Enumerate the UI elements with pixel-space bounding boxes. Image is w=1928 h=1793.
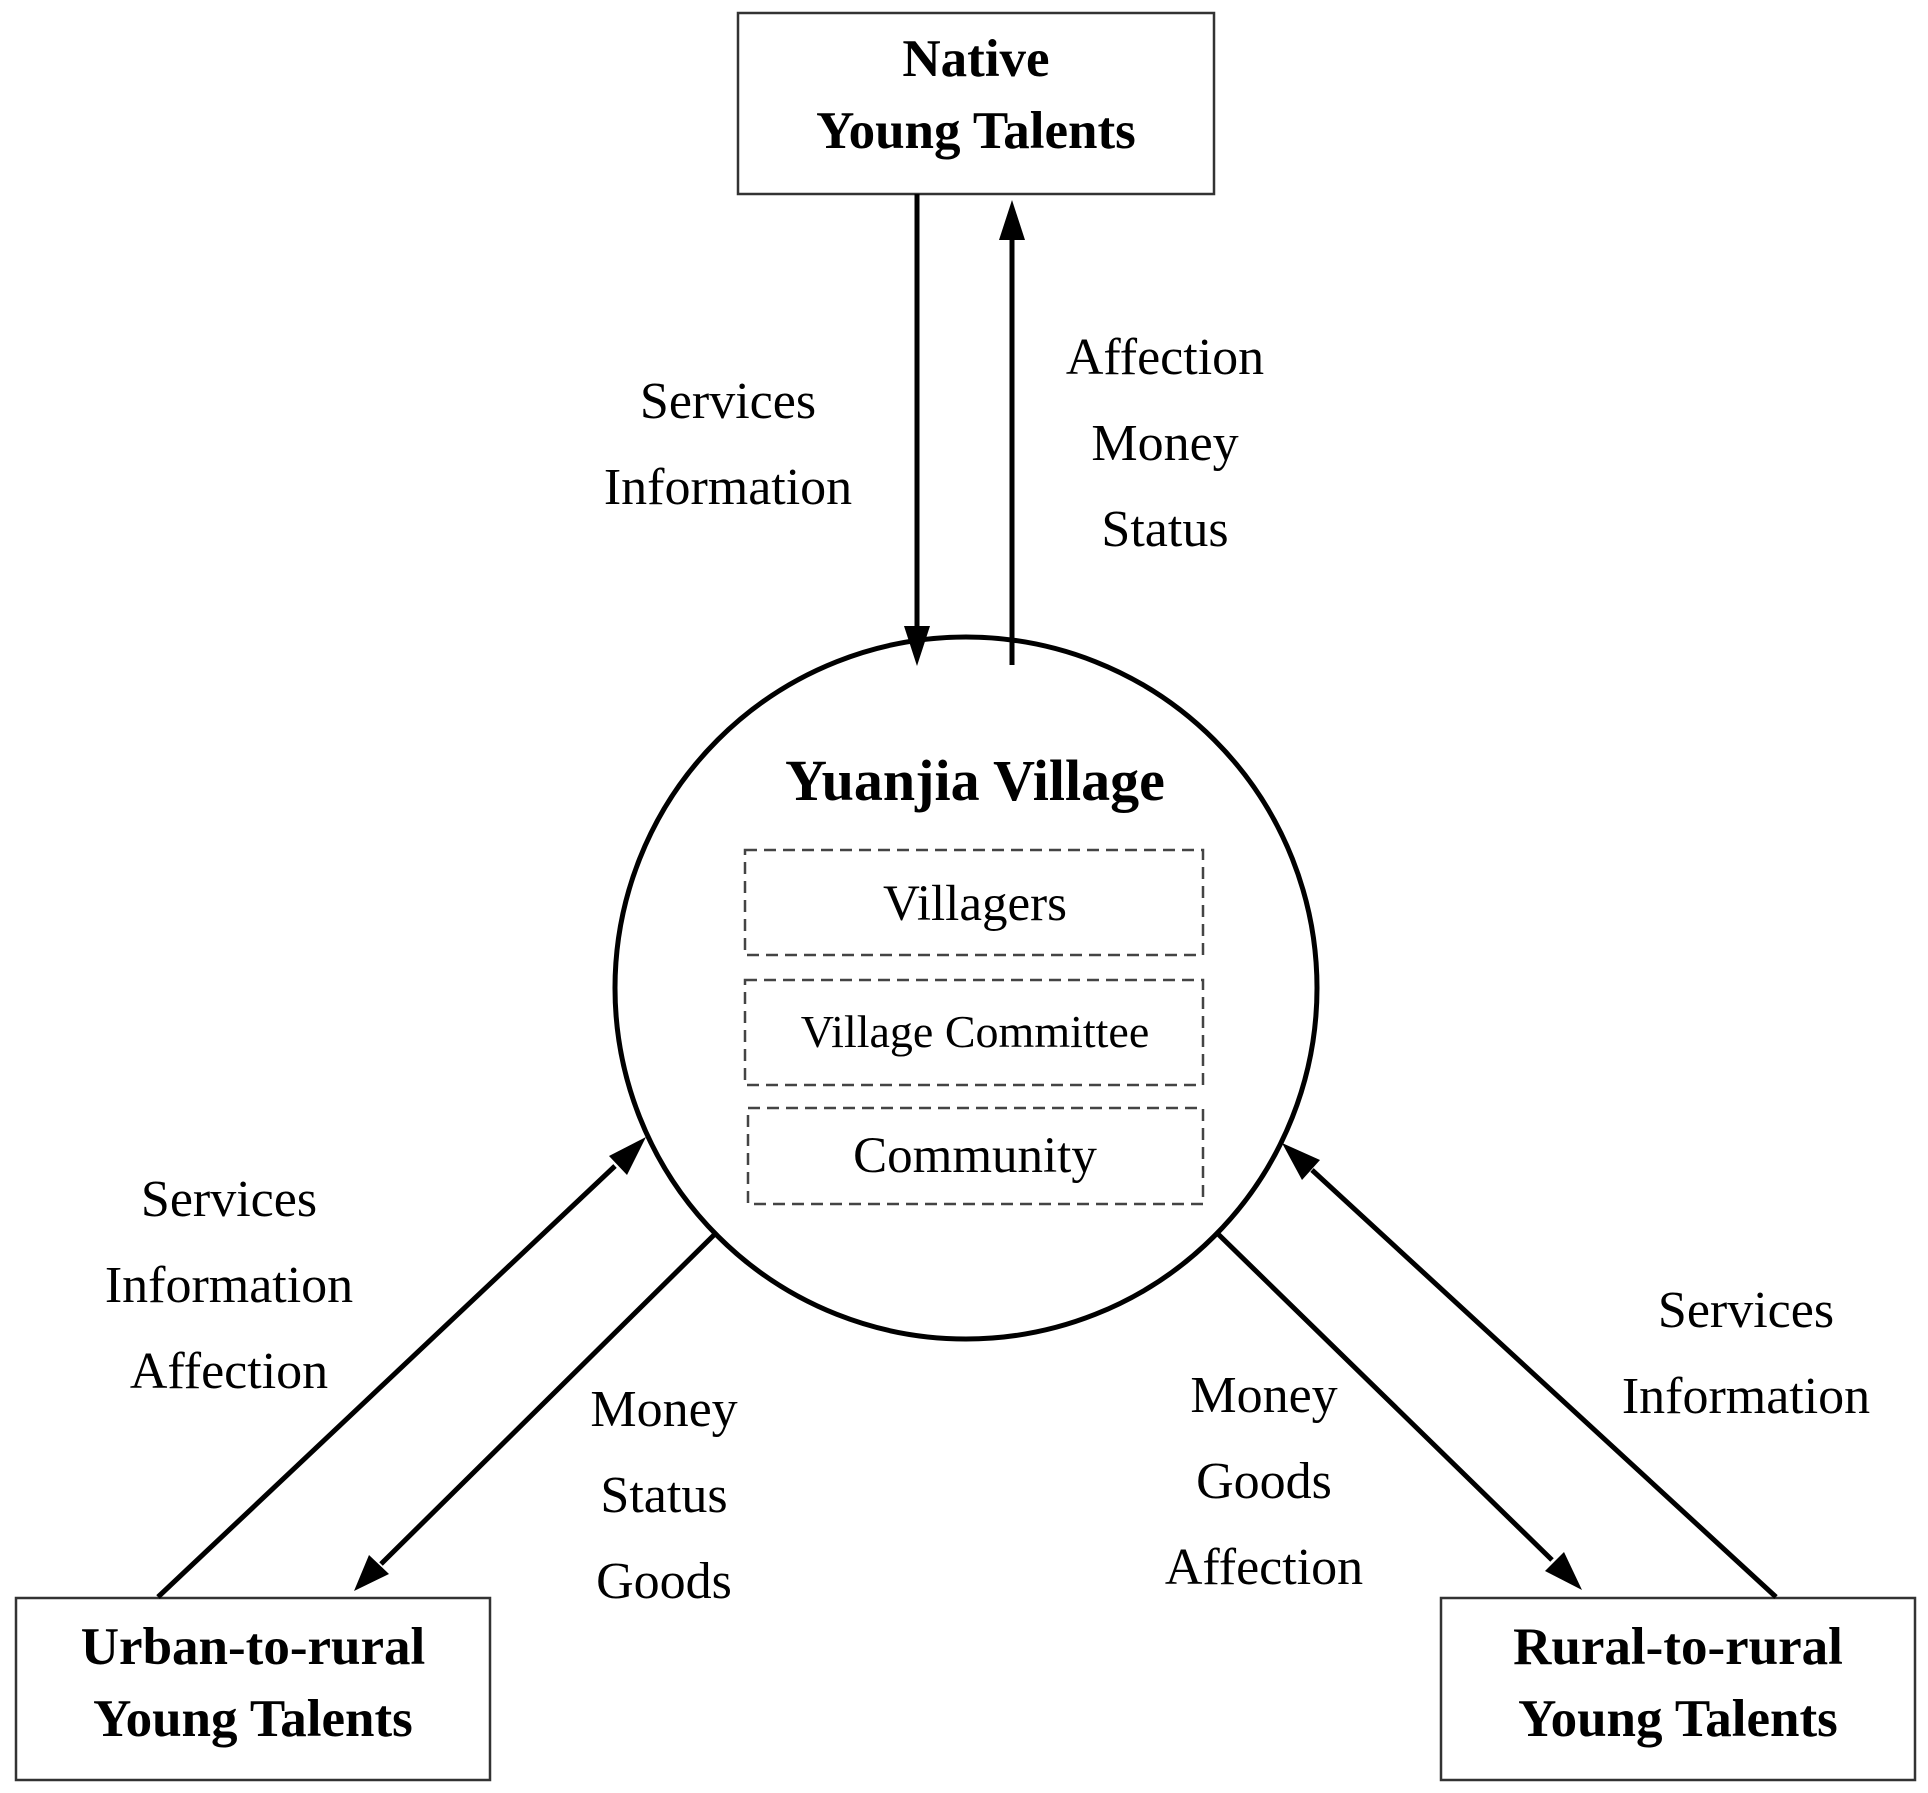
rural-box-frame [1439, 1596, 1917, 1782]
arrowhead-native-to-village [904, 626, 930, 666]
native-out-flow-labels: Affection Money Status [1066, 329, 1264, 558]
village-committee-dashed-box [743, 978, 1205, 1087]
native-box-line-1: Native [902, 30, 1049, 88]
arrowhead-village-to-native [999, 200, 1025, 240]
urban-in-label-1: Services [141, 1171, 317, 1228]
villagers-dashed-box [743, 848, 1205, 957]
rural-out-label-3: Affection [1165, 1539, 1363, 1596]
urban-out-label-3: Goods [596, 1553, 732, 1610]
yuanjia-village-node: Yuanjia Village Villagers Village Commit… [612, 634, 1320, 1342]
rural-out-label-1: Money [1190, 1367, 1337, 1424]
village-circle [612, 634, 1320, 1342]
arrowhead-village-to-rural [1545, 1552, 1582, 1590]
native-in-flow-labels: Services Information [604, 373, 852, 516]
urban-box-line-1: Urban-to-rural [81, 1618, 425, 1676]
rural-to-rural-young-talents-box: Rural-to-rural Young Talents [1439, 1596, 1917, 1782]
arrowhead-village-to-urban [354, 1555, 389, 1591]
native-in-label-1: Services [640, 373, 816, 430]
native-young-talents-box: Native Young Talents [736, 11, 1216, 196]
native-box-line-2: Young Talents [816, 102, 1136, 160]
arrow-rural-to-village [1310, 1168, 1778, 1599]
arrowhead-rural-to-village [1282, 1143, 1320, 1180]
community-dashed-box [746, 1106, 1205, 1206]
native-out-label-2: Money [1091, 415, 1238, 472]
urban-in-flow-labels: Services Information Affection [105, 1171, 353, 1400]
village-committee-label: Village Committee [801, 1006, 1150, 1057]
rural-in-flow-labels: Services Information [1622, 1282, 1870, 1425]
rural-out-label-2: Goods [1196, 1453, 1332, 1510]
native-box-frame [736, 11, 1216, 196]
urban-out-flow-labels: Money Status Goods [590, 1381, 737, 1610]
rural-in-label-2: Information [1622, 1368, 1870, 1425]
urban-in-label-2: Information [105, 1257, 353, 1314]
urban-box-frame [14, 1596, 492, 1782]
native-in-label-2: Information [604, 459, 852, 516]
urban-box-line-2: Young Talents [93, 1690, 413, 1748]
native-out-label-1: Affection [1066, 329, 1264, 386]
rural-box-line-2: Young Talents [1518, 1690, 1838, 1748]
villagers-label: Villagers [883, 876, 1067, 932]
rural-in-label-1: Services [1658, 1282, 1834, 1339]
arrow-village-to-urban [379, 1230, 719, 1566]
rural-box-line-1: Rural-to-rural [1513, 1618, 1843, 1676]
village-title: Yuanjia Village [785, 748, 1165, 813]
arrow-urban-to-village [156, 1164, 617, 1599]
native-out-label-3: Status [1101, 501, 1228, 558]
flow-arrows [156, 194, 1778, 1599]
rural-out-flow-labels: Money Goods Affection [1165, 1367, 1363, 1596]
urban-out-label-2: Status [600, 1467, 727, 1524]
arrowhead-urban-to-village [609, 1137, 646, 1175]
urban-to-rural-young-talents-box: Urban-to-rural Young Talents [14, 1596, 492, 1782]
urban-out-label-1: Money [590, 1381, 737, 1438]
urban-in-label-3: Affection [130, 1343, 328, 1400]
arrow-village-to-rural [1214, 1230, 1554, 1562]
community-label: Community [853, 1128, 1097, 1184]
